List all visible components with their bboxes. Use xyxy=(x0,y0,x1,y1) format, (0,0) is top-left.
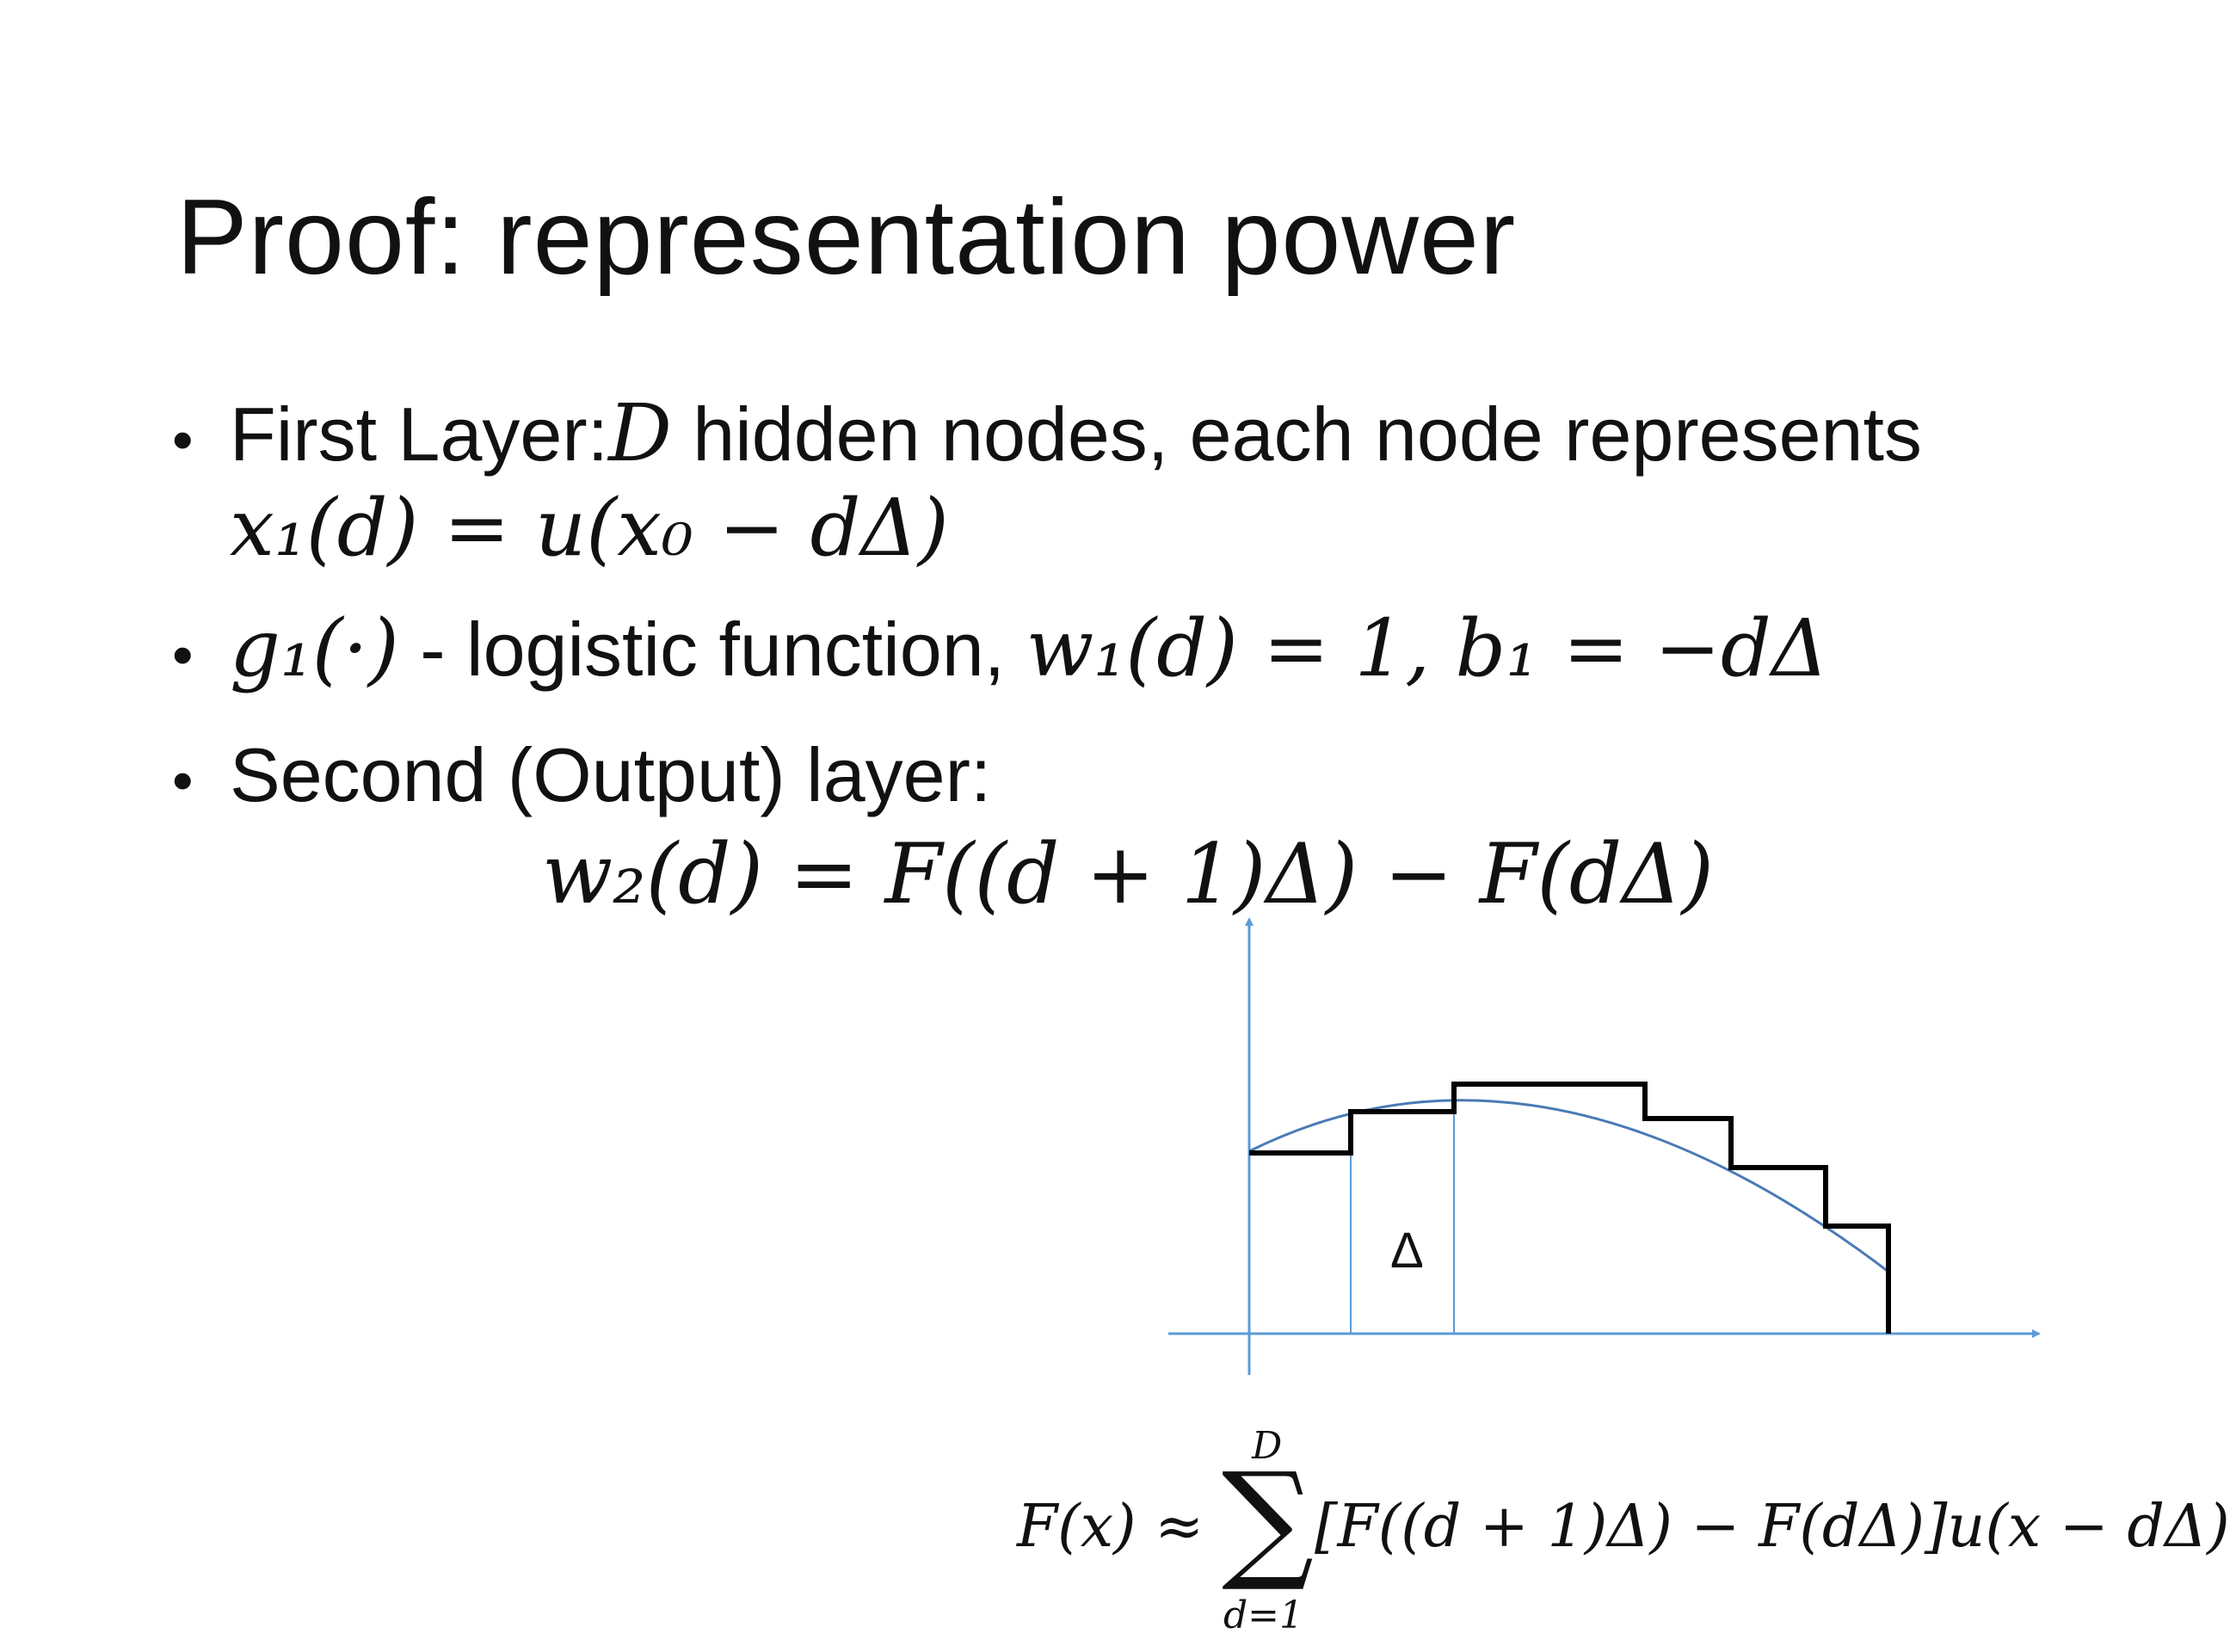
bullet-second-layer: • Second (Output) layer: xyxy=(172,731,991,819)
equation-w2: w₂(d) = F((d + 1)Δ) − F(dΔ) xyxy=(542,826,1714,922)
math-g1: g₁(·) xyxy=(230,602,399,694)
approx-lhs: F(x) ≈ xyxy=(1017,1493,1204,1561)
bullet-text-post: hidden nodes, each node represents xyxy=(671,391,1922,477)
equation-x1: x₁(d) = u(x₀ − dΔ) xyxy=(230,482,949,574)
math-D: D xyxy=(608,387,672,479)
bullet-dot: • xyxy=(172,406,194,473)
function-curve xyxy=(1248,1099,1889,1273)
math-w1-b1: w₁(d) = 1, b₁ = −dΔ xyxy=(1026,602,1829,694)
bullet-first-layer: • First Layer: D hidden nodes, each node… xyxy=(172,387,1922,479)
bullet-dot: • xyxy=(172,621,194,688)
bullet-text-mid: - logistic function, xyxy=(398,607,1026,692)
sum-upper-limit: D xyxy=(1252,1424,1283,1468)
bullet-dot: • xyxy=(172,747,194,814)
delta-label: Δ xyxy=(1390,1223,1424,1279)
approx-body: [F((d + 1)Δ) − F(dΔ)]u(x − dΔ) xyxy=(1315,1493,2230,1561)
bullet-text-pre: First Layer: xyxy=(230,391,609,477)
bullet-logistic: • g₁(·) - logistic function, w₁(d) = 1, … xyxy=(172,602,1828,694)
bullet-text: Second (Output) layer: xyxy=(230,732,992,817)
sum-lower-limit: d=1 xyxy=(1223,1593,1304,1637)
sum-symbol: ∑ xyxy=(1222,1446,1315,1595)
slide-title: Proof: representation power xyxy=(176,178,1517,297)
step-function xyxy=(1249,1082,1891,1334)
